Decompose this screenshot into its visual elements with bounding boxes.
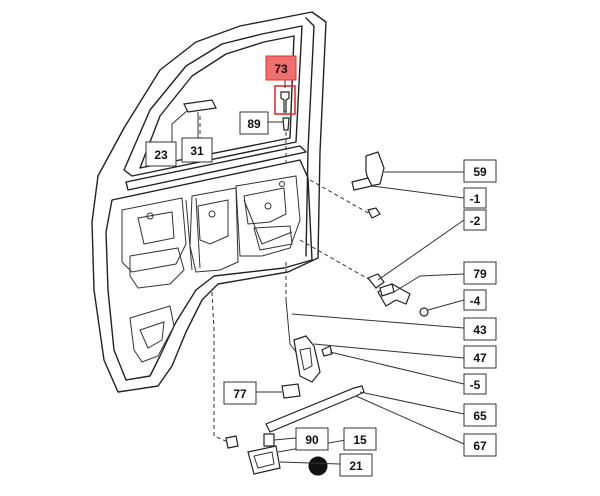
part-2-striker xyxy=(367,273,385,289)
callout-5: -5 xyxy=(463,373,487,395)
part-31-handle xyxy=(183,99,217,113)
part-15-handle xyxy=(247,445,281,475)
part-59-bracket xyxy=(351,151,385,191)
part-5-clip xyxy=(321,345,333,357)
callout-89-label: 89 xyxy=(247,117,261,131)
callout-65: 65 xyxy=(463,403,497,427)
callout-59: 59 xyxy=(463,159,497,183)
callout-2-label: -2 xyxy=(470,214,481,228)
callout-1: -1 xyxy=(463,187,487,209)
part-43-rod xyxy=(285,299,297,353)
callout-5-label: -5 xyxy=(470,378,481,392)
callout-43-label: 43 xyxy=(473,323,487,337)
part-1-clip xyxy=(367,207,381,219)
callout-79: 79 xyxy=(463,261,497,285)
callout-43: 43 xyxy=(463,317,497,341)
callout-73: 73 xyxy=(265,55,297,81)
part-89-pin xyxy=(282,117,290,131)
callout-21-label: 21 xyxy=(349,459,363,473)
callout-90: 90 xyxy=(295,427,329,451)
part-77-bezel xyxy=(281,383,301,399)
callout-77: 77 xyxy=(223,381,257,405)
door-panel xyxy=(91,11,327,393)
callout-65-label: 65 xyxy=(473,409,487,423)
callout-67-label: 67 xyxy=(473,439,487,453)
callout-59-label: 59 xyxy=(473,165,487,179)
part-21-plug xyxy=(308,456,328,476)
callout-1-label: -1 xyxy=(470,192,481,206)
callout-21: 21 xyxy=(339,453,373,477)
callout-47-label: 47 xyxy=(473,351,487,365)
callout-15: 15 xyxy=(343,427,377,451)
callout-90-label: 90 xyxy=(305,433,319,447)
callout-47: 47 xyxy=(463,345,497,369)
callout-4: -4 xyxy=(463,289,487,311)
part-47-lock xyxy=(293,335,321,383)
callout-31-label: 31 xyxy=(190,144,204,158)
callout-77-label: 77 xyxy=(233,387,247,401)
callout-23: 23 xyxy=(145,141,177,167)
leader-lines xyxy=(171,80,465,465)
callout-67: 67 xyxy=(463,433,497,457)
callout-4-label: -4 xyxy=(470,294,481,308)
callout-15-label: 15 xyxy=(353,433,367,447)
part-fastener xyxy=(225,435,239,449)
part-4-nut xyxy=(419,307,429,317)
callout-79-label: 79 xyxy=(473,267,487,281)
callout-2: -2 xyxy=(463,209,487,231)
callout-89: 89 xyxy=(239,111,269,135)
callout-23-label: 23 xyxy=(154,148,168,162)
part-90-clip xyxy=(263,433,275,447)
callout-31: 31 xyxy=(181,137,213,163)
callout-73-label: 73 xyxy=(274,62,288,76)
part-65-rod xyxy=(265,385,365,433)
